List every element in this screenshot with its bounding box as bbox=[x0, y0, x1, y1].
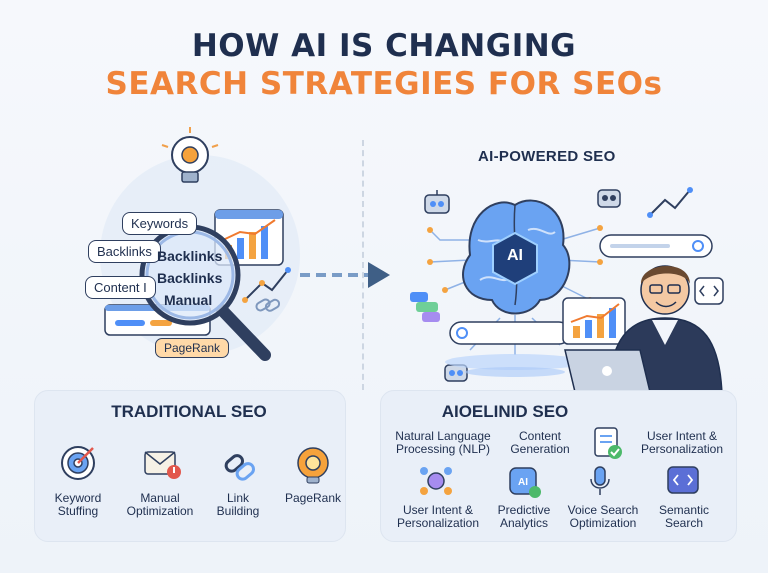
search-bar-icon bbox=[449, 321, 571, 345]
lens-word: Backlinks bbox=[157, 248, 223, 264]
lens-word: Manual bbox=[164, 292, 213, 308]
keywords-bubble: Keywords bbox=[122, 212, 198, 235]
chain-icon bbox=[255, 298, 281, 312]
lightbulb-gear-icon bbox=[161, 127, 219, 183]
search-bar-icon bbox=[599, 234, 713, 258]
arrow-right-icon bbox=[300, 262, 390, 288]
page-subtitle: SEARCH STRATEGIES FOR SEOs bbox=[105, 66, 663, 102]
page-title: HOW AI IS CHANGING bbox=[191, 28, 577, 64]
robot-icon bbox=[444, 364, 468, 382]
feature-label: Keyword Stuffing bbox=[54, 491, 102, 518]
robot-icon bbox=[597, 189, 621, 208]
feature-label: Natural Language Processing (NLP) bbox=[395, 429, 491, 456]
code-icon bbox=[694, 277, 724, 305]
robot-icon bbox=[424, 190, 450, 214]
backlinks-bubble: Backlinks bbox=[88, 240, 161, 263]
feature-label: Content Generation bbox=[510, 429, 570, 456]
pagerank-chip: PageRank bbox=[155, 338, 230, 358]
ai-powered-heading: AI-POWERED SEO bbox=[478, 148, 616, 165]
section-divider bbox=[362, 140, 364, 390]
feature-label: Voice Search Optimization bbox=[567, 503, 639, 530]
stack-icon bbox=[410, 292, 440, 322]
feature-label: Predictive Analytics bbox=[497, 503, 551, 530]
chart-window-icon bbox=[562, 297, 626, 345]
person-icon bbox=[607, 265, 723, 396]
ai-seo-title: AIOELINID SEO bbox=[441, 402, 569, 421]
ai-brain-label: AI bbox=[507, 247, 523, 264]
feature-label: Link Building bbox=[216, 491, 260, 518]
browser-bar-icon bbox=[104, 304, 211, 336]
chart-window-icon bbox=[214, 209, 284, 266]
feature-label: Semantic Search bbox=[658, 503, 710, 530]
content-bubble: Content I bbox=[85, 276, 156, 299]
feature-label: Manual Optimization bbox=[126, 491, 194, 518]
trend-line-icon bbox=[647, 187, 693, 218]
feature-label: User Intent & Personalization bbox=[640, 429, 724, 456]
trend-line-icon bbox=[242, 267, 291, 303]
ai-seo-panel bbox=[380, 390, 737, 542]
lens-word: Backlinks bbox=[157, 270, 223, 286]
feature-label: User Intent & Personalization bbox=[396, 503, 480, 530]
traditional-seo-title: TRADITIONAL SEO bbox=[111, 402, 267, 421]
feature-label: PageRank bbox=[284, 491, 342, 505]
